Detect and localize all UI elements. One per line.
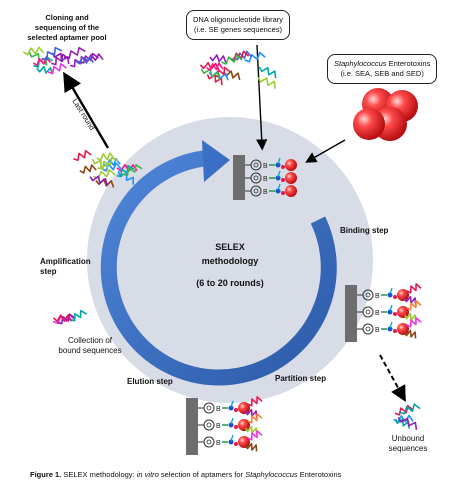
cloning-label: Cloning and sequencing of the selected a…: [27, 13, 107, 42]
collection-label: Collection of bound sequences: [58, 336, 122, 355]
unbound-label: Unbound sequences: [388, 434, 428, 453]
amplified-pool: [73, 149, 143, 188]
elution-target-assembly: B B B: [186, 396, 263, 455]
unbound-sequences: [393, 403, 421, 430]
last-round-arrow: [63, 71, 110, 149]
linker-letter: B: [216, 406, 221, 413]
linker-letter: B: [263, 176, 268, 183]
collected-sequences: [52, 309, 88, 325]
binding-step-label: Binding step: [340, 226, 389, 235]
toxin-arrow: [305, 139, 346, 163]
toxin-box: Staphylococcus Enterotoxins (i.e. SEA, S…: [327, 54, 438, 84]
library-box: DNA oligonucleotide library (i.e. SE gen…: [186, 10, 291, 40]
selex-center-title: SELEX methodology (6 to 20 rounds): [196, 242, 264, 288]
enterotoxin-cluster: [353, 88, 418, 141]
linker-letter: B: [375, 310, 380, 317]
linker-letter: B: [216, 440, 221, 447]
binding-target-assembly: BBB: [233, 155, 297, 200]
linker-letter: B: [375, 327, 380, 334]
unbound-arrow: [379, 354, 406, 403]
partition-target-assembly: B B B: [345, 283, 422, 342]
elution-step-label: Elution step: [127, 377, 173, 386]
linker-letter: B: [216, 423, 221, 430]
cycle-arrow: [100, 150, 337, 386]
oligonucleotide-library: [199, 50, 277, 89]
linker-letter: B: [375, 293, 380, 300]
amplification-step-label: Amplification step: [40, 257, 91, 276]
toxin-genus: Staphylococcus: [334, 59, 387, 68]
linker-letter: B: [263, 163, 268, 170]
linker-letter: B: [263, 189, 268, 196]
partition-step-label: Partition step: [275, 374, 327, 383]
library-arrow: [256, 44, 268, 151]
cycle-arrow-head: [202, 140, 230, 182]
figure-caption: Figure 1. SELEX methodology: in vitro se…: [30, 470, 342, 479]
cloned-aptamer-pool: [22, 46, 104, 75]
